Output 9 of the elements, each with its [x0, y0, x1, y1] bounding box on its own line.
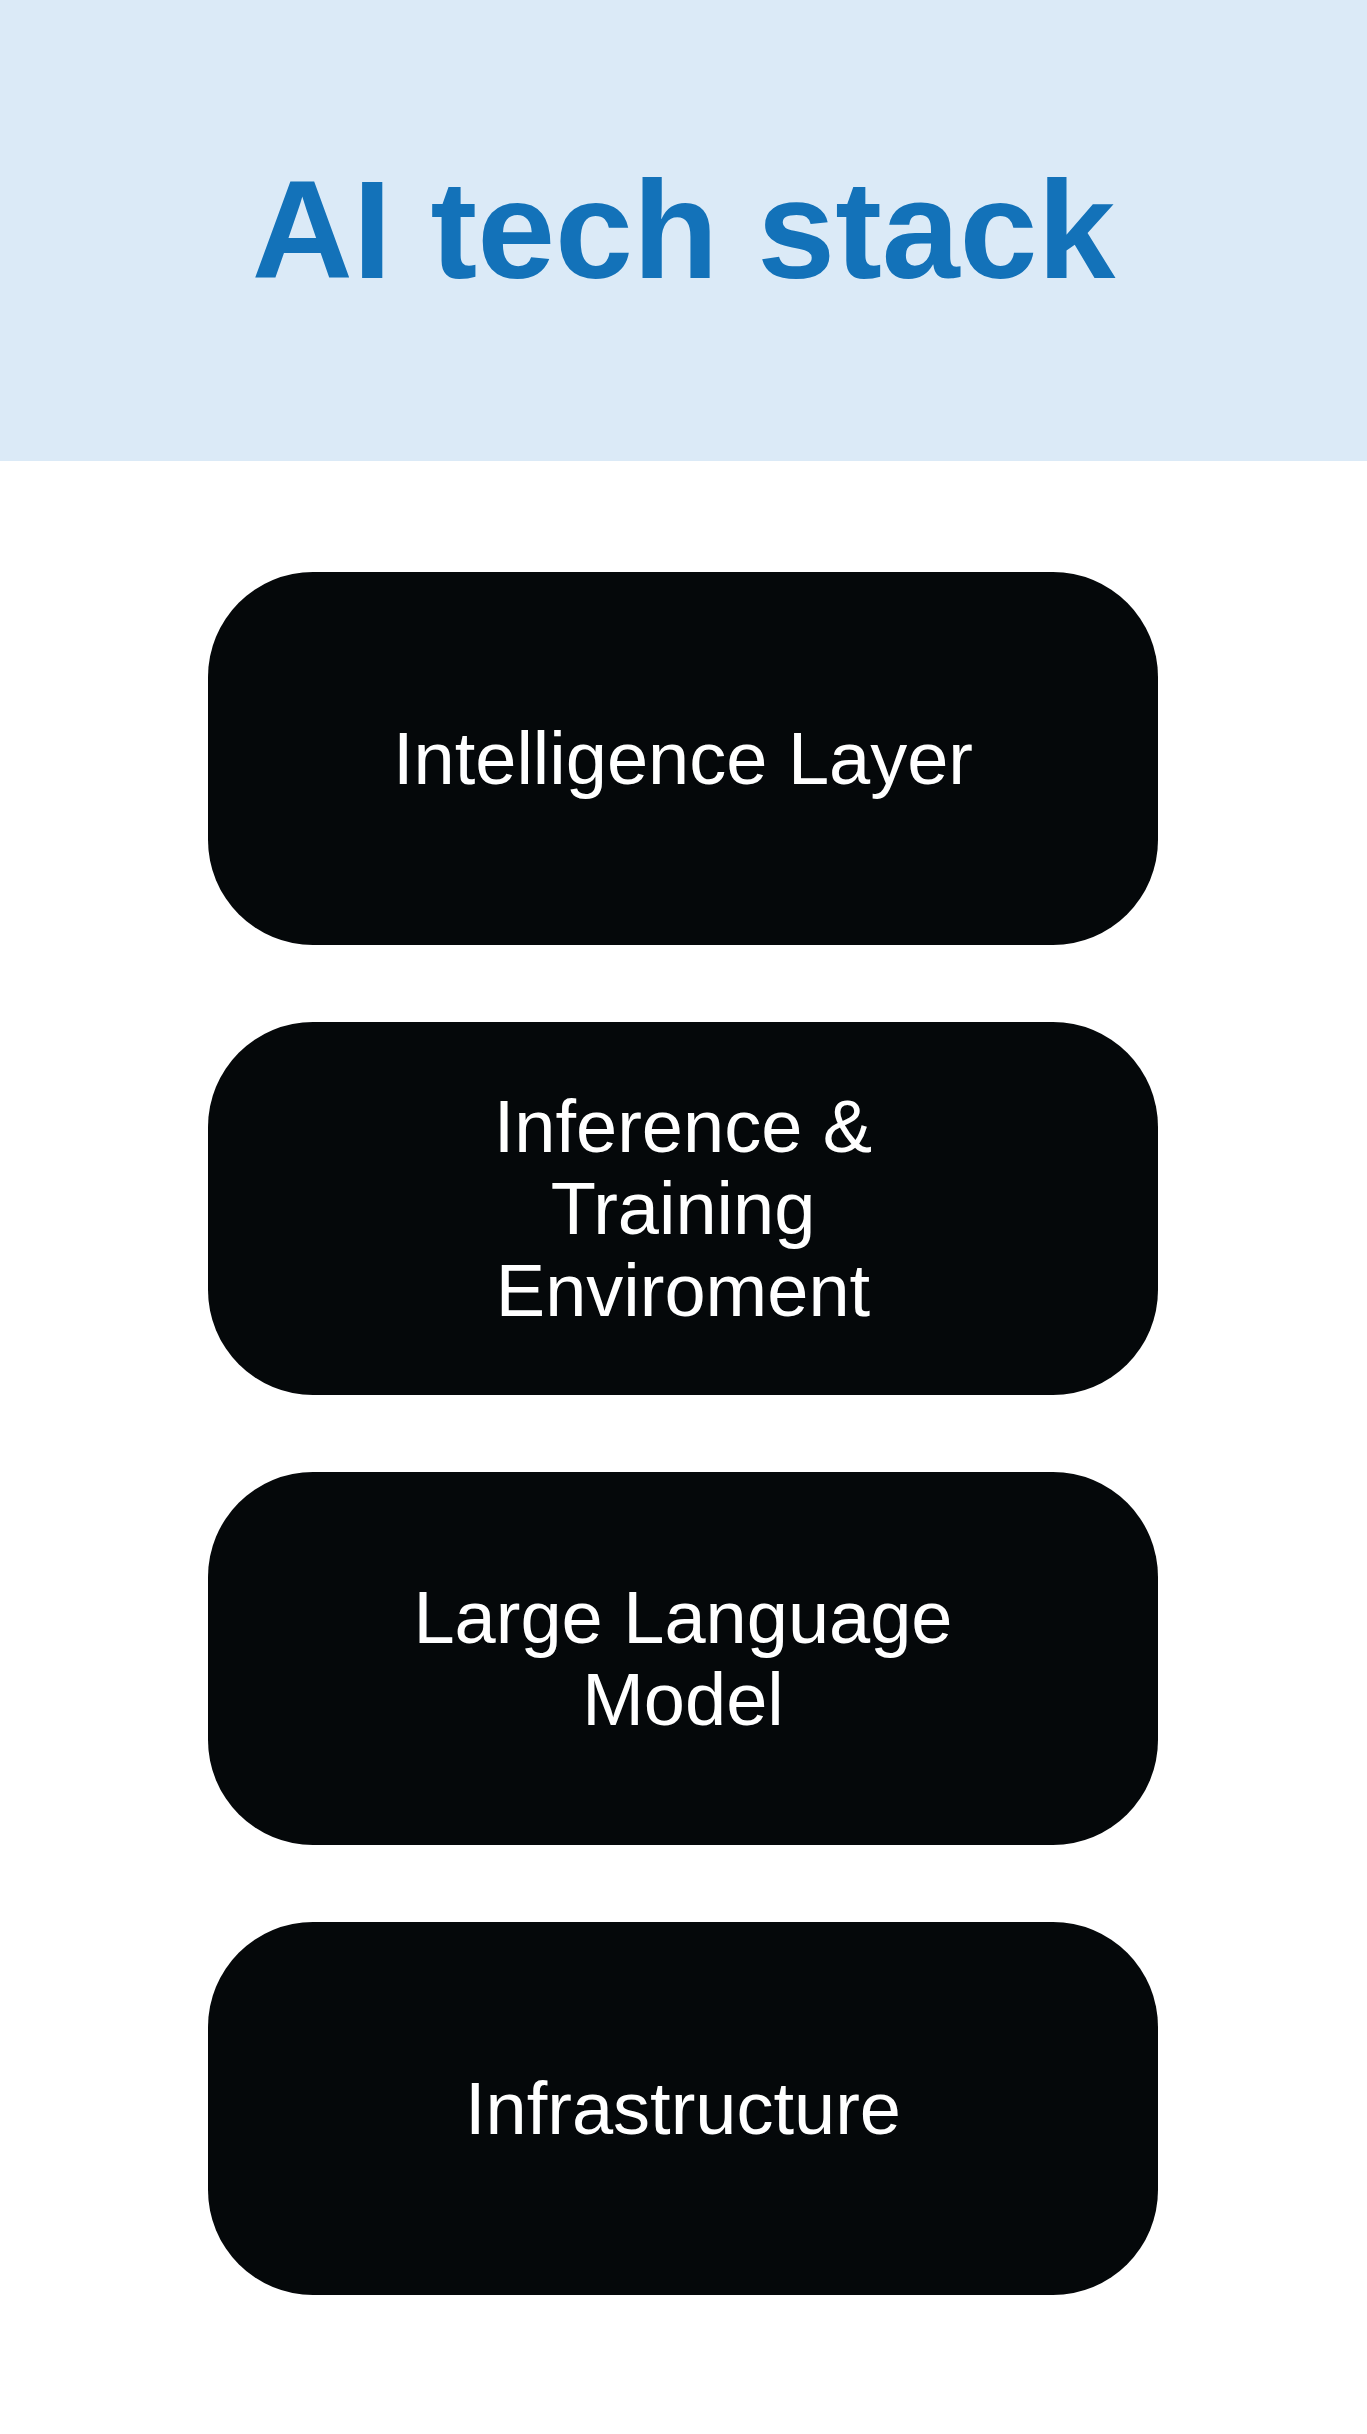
layer-box	[208, 1472, 1158, 1845]
layer-box	[208, 1922, 1158, 2295]
layer-box	[208, 1022, 1158, 1395]
layer-label: Large Language Model	[412, 1576, 954, 1741]
layer-box	[208, 572, 1158, 945]
title: AI tech stack	[250, 150, 1117, 310]
layer-label: Intelligence Layer	[391, 717, 974, 800]
layer-label: Inference & Training Enviroment	[492, 1085, 874, 1332]
layer-label: Infrastructure	[464, 2067, 902, 2150]
